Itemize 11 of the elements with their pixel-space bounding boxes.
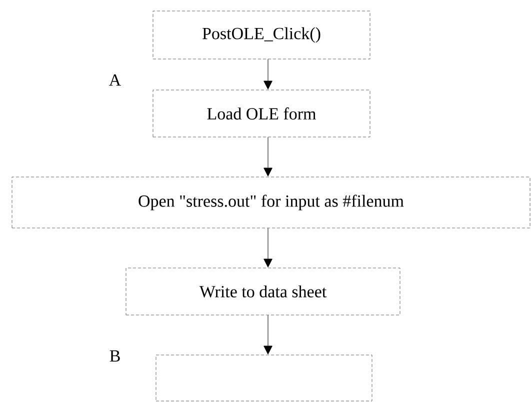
- arrow: [264, 59, 272, 90]
- arrow: [264, 228, 272, 268]
- label-letter: B: [110, 350, 120, 362]
- process-box: PostOLE_Click(): [152, 10, 370, 60]
- arrow: [264, 315, 272, 354]
- process-box: Open "stress.out" for input as #filenum: [12, 176, 530, 228]
- arrow: [264, 137, 272, 176]
- label-letter: A: [109, 74, 122, 86]
- process-box: [156, 354, 372, 402]
- process-box: Write to data sheet: [126, 268, 400, 316]
- process-box: Load OLE form: [152, 90, 370, 138]
